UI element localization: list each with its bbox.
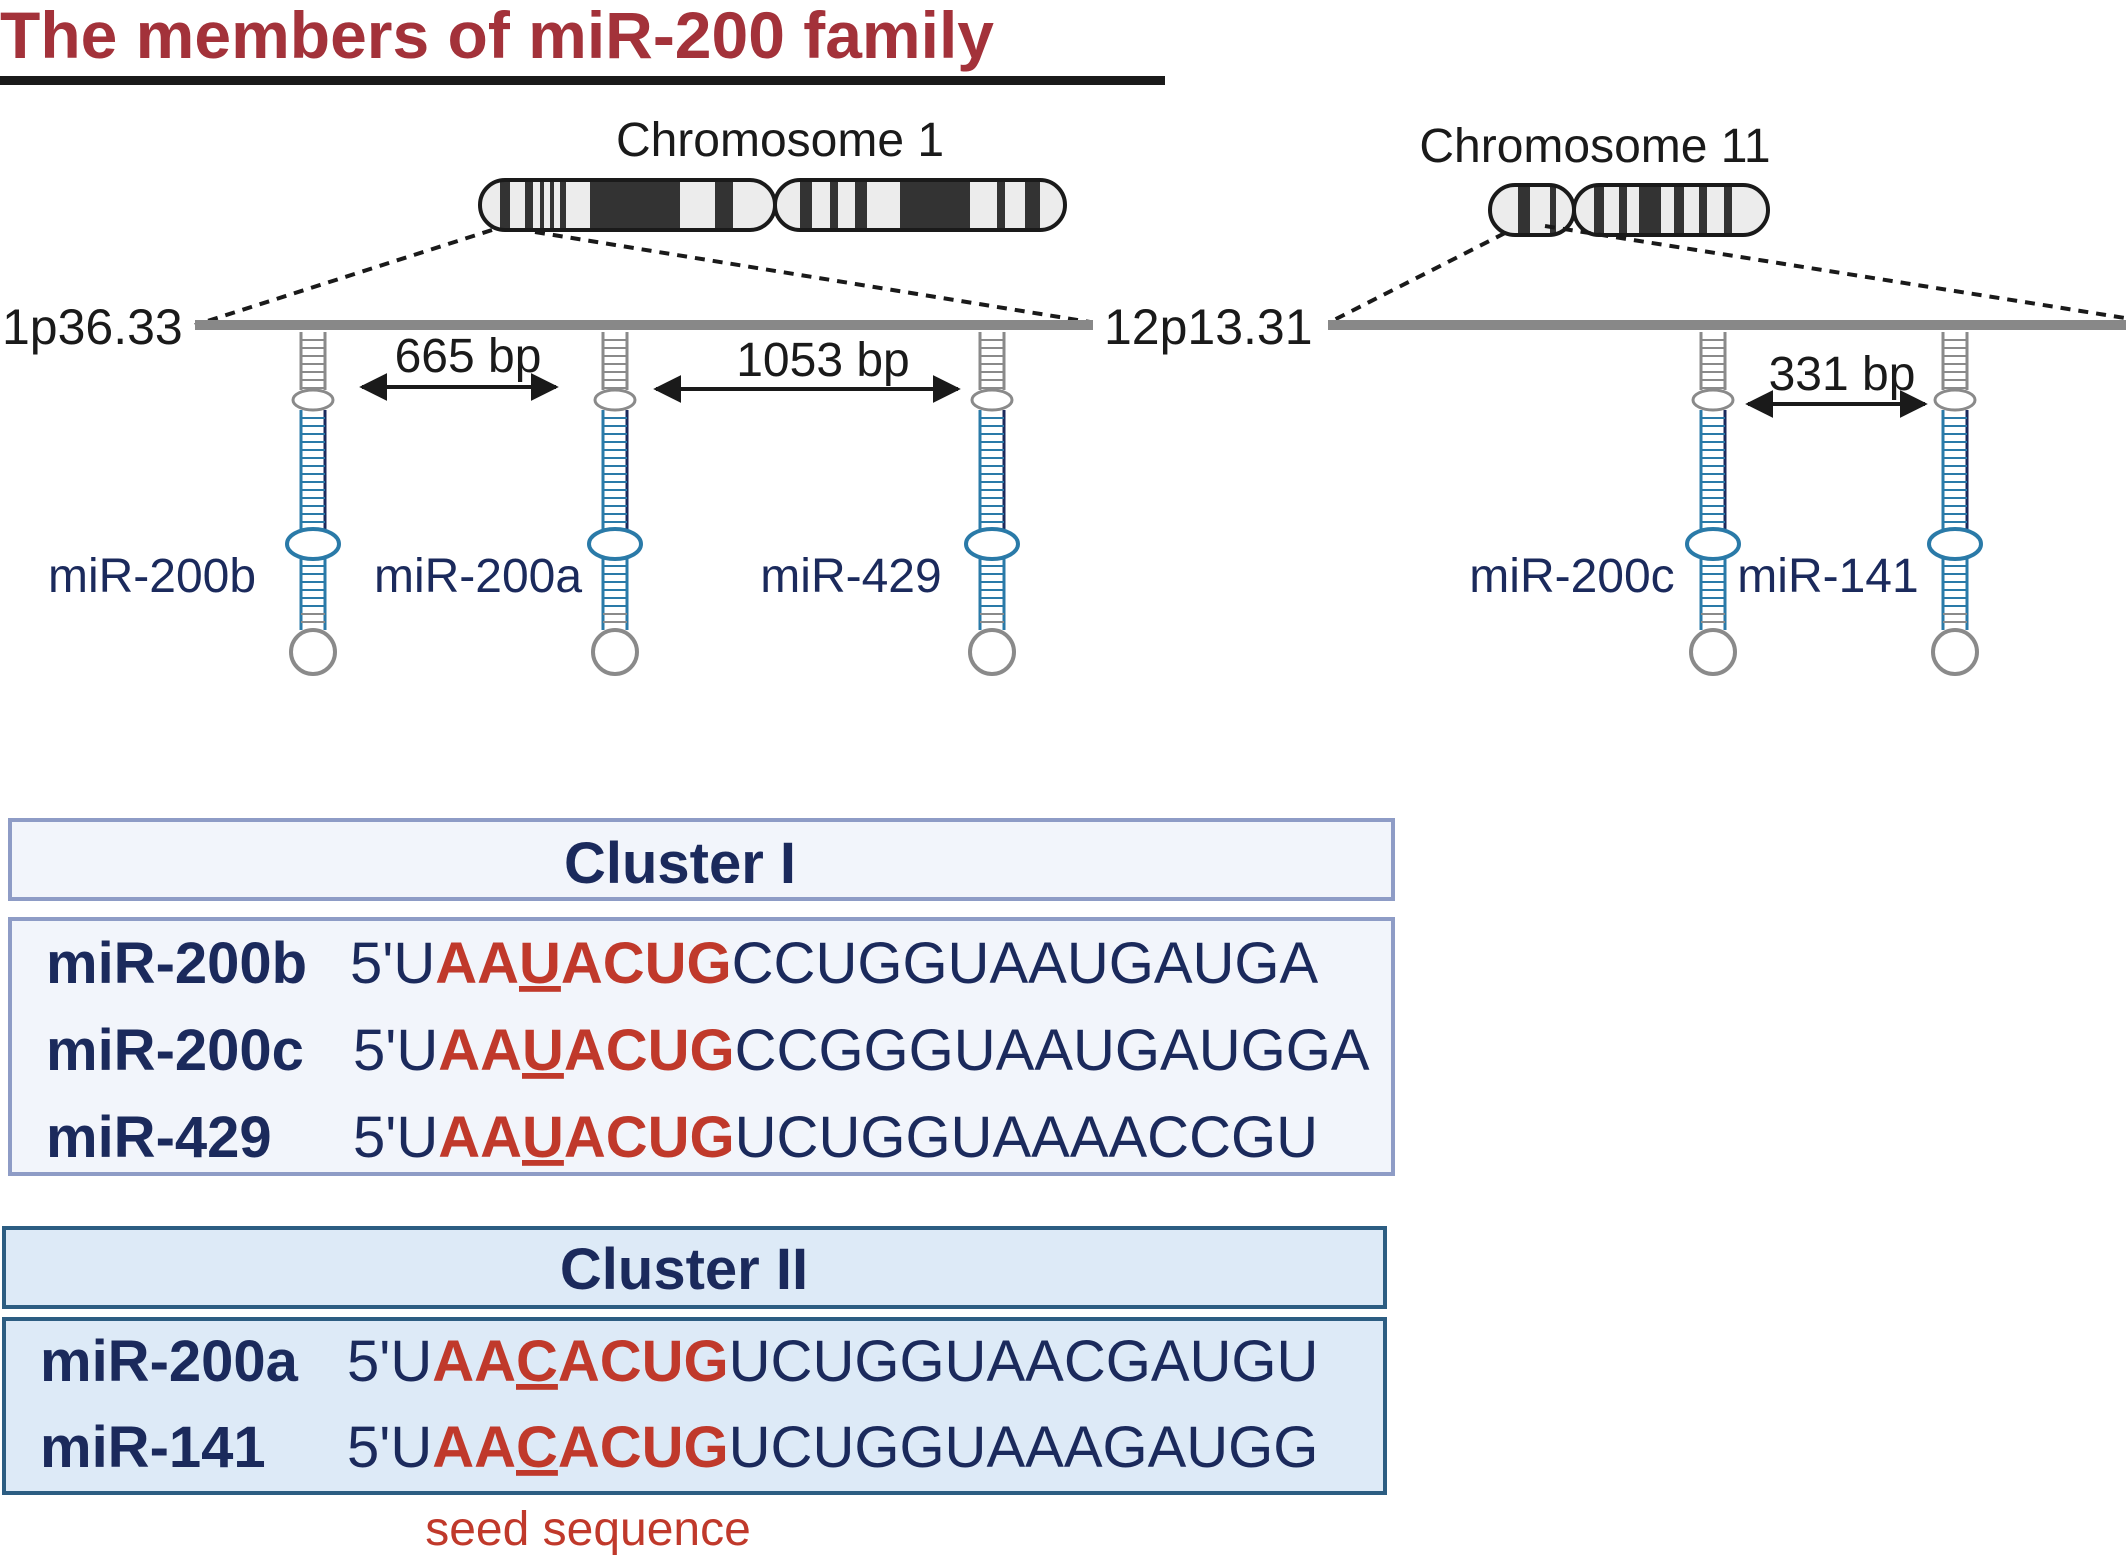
distance-label-331: 331 bp (1769, 348, 1916, 401)
gene-label-mir200a: miR-200a (374, 550, 582, 603)
sequence-text: 5'UAAUACUGUCUGGUAAAACCGU (353, 1105, 1318, 1170)
gene-label-mir429: miR-429 (760, 550, 941, 603)
seed-sequence-label: seed sequence (425, 1503, 751, 1556)
chromosome-11-label: Chromosome 11 (1419, 120, 1770, 173)
distance-label-1053: 1053 bp (736, 334, 910, 387)
cluster-2-rows: miR-200a 5'UAACACUGUCUGGUAACGAUGU miR-14… (40, 1329, 1318, 1480)
hairpin-bulge (593, 388, 637, 412)
chromosome-band (1699, 185, 1707, 235)
sequence-name: miR-200b (46, 931, 307, 996)
gene-label-mir141: miR-141 (1737, 550, 1918, 603)
sequence-text: 5'UAAUACUGCCGGGUAAUGAUGGA (353, 1018, 1370, 1083)
chromosome-arm-outline (773, 178, 1067, 232)
sequence-text: 5'UAAUACUGCCUGGUAAUGAUGA (350, 931, 1319, 996)
sequence-row: miR-200c 5'UAAUACUGCCGGGUAAUGAUGGA (46, 1018, 1370, 1083)
chromosome-band (900, 180, 970, 230)
hairpin-terminal-loop (968, 628, 1016, 676)
hairpin-internal-loop (1927, 527, 1983, 561)
zoom-line-right-chr11 (1544, 224, 2126, 320)
zoom-line-right-chr1 (534, 230, 1091, 324)
hairpin-internal-loop (964, 527, 1020, 561)
chromosome-base (1490, 185, 1768, 235)
cluster-2-body (2, 1317, 1387, 1495)
hairpin-terminal-loop (1931, 628, 1979, 676)
chromosome-band (1594, 185, 1604, 235)
hairpin-icon (587, 332, 643, 676)
sequence-text: 5'UAACACUGUCUGGUAACGAUGU (347, 1329, 1318, 1394)
cluster-2-header (2, 1226, 1387, 1309)
chromosome-1-ideogram (478, 178, 1067, 232)
chromosome-band (590, 180, 680, 230)
hairpin-terminal-loop (1689, 628, 1737, 676)
chromosome-1-label: Chromosome 1 (616, 114, 944, 167)
chromosome-band (800, 180, 812, 230)
hairpin-icon (285, 332, 341, 676)
cluster-1-title: Cluster I (564, 831, 796, 896)
cluster-2-title: Cluster II (560, 1237, 808, 1302)
chromosome-bands (1490, 185, 1768, 235)
chromosome-band (1724, 185, 1732, 235)
gene-label-mir200b: miR-200b (48, 550, 256, 603)
chromosome-bands (480, 180, 1065, 230)
sequence-text: 5'UAACACUGUCUGGUAAAGAUGG (347, 1415, 1318, 1480)
sequence-row: miR-200b 5'UAAUACUGCCUGGUAAUGAUGA (46, 931, 1319, 996)
chromosome-band (1025, 180, 1040, 230)
chromosome-base (480, 180, 1065, 230)
cluster-1-header (8, 818, 1395, 901)
cluster-1-rows: miR-200b 5'UAAUACUGCCUGGUAAUGAUGA miR-20… (46, 931, 1370, 1170)
title-underline (0, 76, 1165, 85)
hairpin-internal-loop (1685, 527, 1741, 561)
page-title: The members of miR-200 family (0, 0, 994, 72)
chromosome-band (550, 180, 554, 230)
chromosome-band (1619, 185, 1627, 235)
hairpin-bulge (1933, 388, 1977, 412)
zoom-line-left-chr11 (1329, 231, 1506, 324)
chromosome-band (997, 180, 1005, 230)
chromosome-arm-outline (1572, 183, 1770, 237)
chromosome-band (1550, 185, 1556, 235)
hairpin-terminal-loop (591, 628, 639, 676)
sequence-name: miR-141 (40, 1415, 266, 1480)
chromosome-band (855, 180, 867, 230)
sequence-row: miR-200a 5'UAACACUGUCUGGUAACGAUGU (40, 1329, 1318, 1394)
sequence-name: miR-200c (46, 1018, 304, 1083)
distance-label-665: 665 bp (395, 330, 542, 383)
cluster-1-body (8, 917, 1395, 1176)
hairpin-bulge (1691, 388, 1735, 412)
sequence-row: miR-429 5'UAAUACUGUCUGGUAAAACCGU (46, 1105, 1318, 1170)
sequence-row: miR-141 5'UAACACUGUCUGGUAAAGAUGG (40, 1415, 1318, 1480)
hairpin-bulge (291, 388, 335, 412)
chr11-region-line (1328, 320, 2126, 330)
chromosome-11-ideogram (1488, 183, 1770, 237)
chr1-locus: 1p36.33 (2, 299, 183, 355)
chromosome-band (1639, 185, 1661, 235)
hairpin-group (285, 332, 1983, 676)
chr11-locus: 12p13.31 (1104, 299, 1313, 355)
hairpin-icon (1685, 332, 1741, 676)
hairpin-terminal-loop (289, 628, 337, 676)
chromosome-band (525, 180, 533, 230)
sequence-name: miR-429 (46, 1105, 272, 1170)
chromosome-band (540, 180, 544, 230)
gene-label-mir200c: miR-200c (1469, 550, 1674, 603)
chromosome-band (500, 180, 510, 230)
sequence-name: miR-200a (40, 1329, 299, 1394)
hairpin-internal-loop (587, 527, 643, 561)
zoom-line-left-chr1 (194, 228, 493, 327)
hairpin-internal-loop (285, 527, 341, 561)
chr1-region-line (195, 320, 1093, 330)
chromosome-band (560, 180, 566, 230)
chromosome-band (1674, 185, 1684, 235)
chromosome-band (830, 180, 838, 230)
chromosome-band (1518, 185, 1530, 235)
hairpin-bulge (970, 388, 1014, 412)
hairpin-icon (1927, 332, 1983, 676)
hairpin-icon (964, 332, 1020, 676)
chromosome-band (715, 180, 733, 230)
